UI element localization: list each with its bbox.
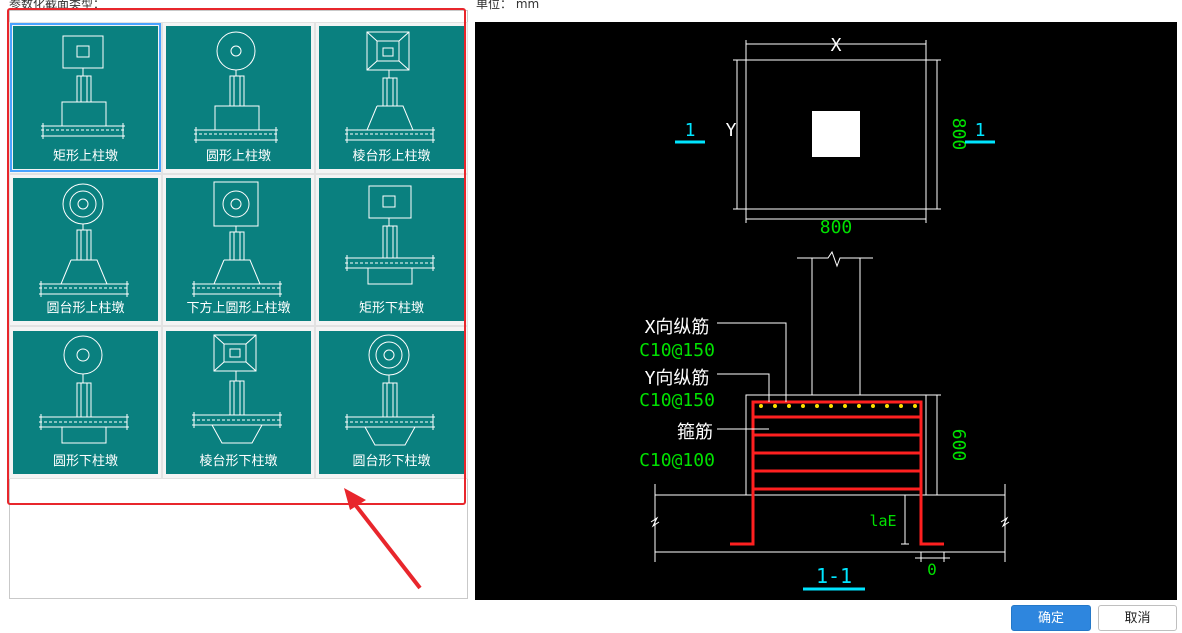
stirrup-value: C10@100 <box>639 450 715 471</box>
section-type-label: 下方上圆形上柱墩 <box>186 301 291 316</box>
section-type-rect-lower[interactable]: 矩形下柱墩 <box>319 178 464 321</box>
section-type-label: 圆台形下柱墩 <box>352 454 431 469</box>
confirm-button[interactable]: 确定 <box>1011 605 1091 631</box>
plan-view: X Y 800 800 1 1 <box>675 35 995 238</box>
dim-x-label: X <box>831 35 842 56</box>
section-type-round-frustum-upper[interactable]: 圆台形上柱墩 <box>13 178 158 321</box>
section-type-circle-lower[interactable]: 圆形下柱墩 <box>13 331 158 474</box>
section-type-label: 圆形上柱墩 <box>205 149 271 164</box>
unit-value: mm <box>515 0 540 11</box>
square-base-round-top-upper-pier-icon <box>192 181 282 297</box>
section-type-title: 参数化截面类型： <box>9 0 106 11</box>
round-frustum-upper-pier-icon <box>39 183 129 297</box>
section-mark-right: 1 <box>975 120 986 141</box>
section-type-square-round-upper[interactable]: 下方上圆形上柱墩 <box>166 178 311 321</box>
section-type-rect-upper[interactable]: 矩形上柱墩 <box>10 23 161 172</box>
section-type-circle-upper[interactable]: 圆形上柱墩 <box>166 26 311 169</box>
round-frustum-lower-pier-icon <box>345 334 435 446</box>
stirrup-label: 箍筋 <box>677 422 713 443</box>
section-type-label: 矩形上柱墩 <box>52 149 118 164</box>
dim-x-value: 800 <box>820 217 853 238</box>
annotation-arrow-icon <box>344 488 422 590</box>
section-name: 1-1 <box>816 564 852 588</box>
section-type-frustum-upper[interactable]: 棱台形上柱墩 <box>319 26 464 169</box>
x-rebar-label: X向纵筋 <box>645 317 710 338</box>
section-type-label: 棱台形上柱墩 <box>352 149 431 164</box>
rect-upper-pier-icon <box>41 35 125 139</box>
section-type-label: 棱台形下柱墩 <box>199 454 278 469</box>
circle-lower-pier-icon <box>39 335 129 444</box>
height-dim-value: 600 <box>948 429 969 462</box>
y-rebar-label: Y向纵筋 <box>645 368 710 389</box>
section-preview: X Y 800 800 1 1 <box>475 22 1177 600</box>
dim-y-value: 800 <box>948 118 969 151</box>
section-type-label: 圆形下柱墩 <box>52 454 118 469</box>
rect-lower-pier-icon <box>345 185 435 285</box>
x-rebar-value: C10@150 <box>639 340 715 361</box>
section-view: X向纵筋 C10@150 Y向纵筋 C10@150 箍筋 C10@100 600… <box>639 250 1010 591</box>
section-type-frustum-lower[interactable]: 棱台形下柱墩 <box>166 331 311 474</box>
cancel-button[interactable]: 取消 <box>1098 605 1177 631</box>
frustum-upper-pier-icon <box>345 31 435 143</box>
dim-y-label: Y <box>726 120 737 141</box>
section-type-label: 矩形下柱墩 <box>358 301 424 316</box>
y-rebar-value: C10@150 <box>639 390 715 411</box>
section-mark-left: 1 <box>685 120 696 141</box>
cover-dim-value: 0 <box>927 560 937 579</box>
unit-label: 单位： mm <box>476 0 539 12</box>
frustum-lower-pier-icon <box>192 334 282 444</box>
section-type-grid: 矩形上柱墩 圆形上柱墩 <box>9 22 468 479</box>
circle-upper-pier-icon <box>194 31 278 143</box>
anchor-length-label: laE <box>869 512 896 530</box>
section-type-round-frustum-lower[interactable]: 圆台形下柱墩 <box>319 331 464 474</box>
section-type-label: 圆台形上柱墩 <box>46 301 125 316</box>
